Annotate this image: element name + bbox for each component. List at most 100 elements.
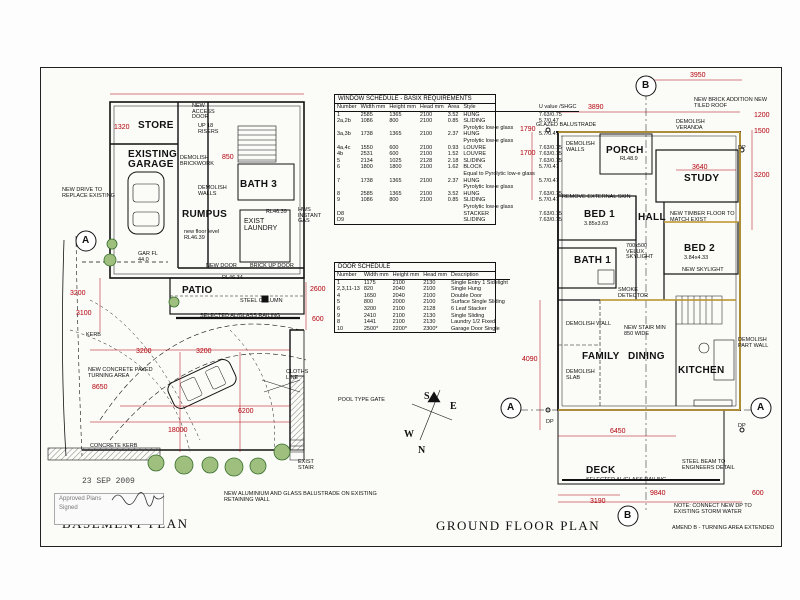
dim-3100: 3100 — [76, 310, 92, 317]
door-schedule-cell: 2100 — [423, 286, 436, 293]
window-schedule-cell — [335, 184, 359, 191]
window-schedule-cell: 7.63/0.75 — [538, 157, 562, 164]
compass-e: E — [450, 401, 457, 412]
window-schedule-cell: 7.63/0.75 — [538, 217, 562, 224]
note-demolish-wall: DEMOLISH WALL — [566, 321, 612, 327]
window-schedule-header-1: Width mm — [358, 104, 388, 112]
window-schedule: WINDOW SCHEDULE - BASIX REQUIREMENTS Num… — [334, 94, 579, 225]
window-schedule-cell — [418, 204, 446, 211]
door-schedule-cell: 2040 — [392, 286, 405, 293]
window-schedule-cell: 4b — [337, 151, 344, 158]
room-bed-1: BED 1 — [584, 209, 615, 220]
window-schedule-cell: 2128 — [419, 157, 433, 164]
dim-850: 850 — [222, 154, 234, 161]
door-schedule-cell: 2,3,11-13 — [337, 286, 360, 293]
window-schedule-cell — [537, 171, 579, 178]
dim-1700: 1700 — [520, 150, 536, 157]
approval-stamp: Approved Plans Signed — [54, 493, 164, 525]
door-schedule-cell: 2200* — [392, 325, 407, 332]
window-schedule-cell — [446, 211, 462, 218]
window-schedule-cell — [359, 138, 388, 145]
window-schedule-cell — [359, 211, 388, 218]
window-schedule-cell — [418, 138, 446, 145]
window-schedule-cell: 2585 — [360, 111, 373, 118]
window-schedule-cell — [537, 125, 579, 132]
window-schedule-row: Pyrolytic low-e glass — [335, 184, 579, 191]
room-bath-3: BATH 3 — [240, 179, 278, 190]
window-schedule-row: Pyrolytic low-e glass — [335, 125, 579, 132]
window-schedule-row: Equal to Pyrolytic low-e glass — [335, 171, 579, 178]
stamp-signed: Signed — [59, 505, 78, 511]
note-clothes-line: CLOTHS LINE — [286, 369, 309, 381]
room-exist-laundry: EXIST LAUNDRY — [244, 218, 278, 232]
window-schedule-cell — [387, 211, 418, 218]
door-schedule-cell: 2130 — [423, 279, 436, 286]
note-steel-beam: STEEL BEAM TO ENGINEERS DETAIL — [682, 459, 735, 471]
note-demolish-brickwork: DEMOLISH BRICKWORK — [180, 155, 214, 167]
window-schedule-cell: 2.37 — [447, 177, 459, 184]
note-access-door: NEW ACCESS DOOR — [192, 103, 215, 120]
note-demolish-slab: DEMOLISH SLAB — [566, 369, 595, 381]
window-schedule-cell — [387, 217, 418, 224]
note-railing: SELECTED AL/GLASS RAILING — [200, 313, 281, 319]
window-schedule-cell: 2.37 — [447, 131, 459, 138]
door-schedule-cell: Single Sliding — [451, 312, 485, 319]
window-schedule-header-4: Area — [445, 104, 462, 112]
window-schedule-cell: 2531 — [360, 151, 373, 158]
window-schedule-cell: 5.7/0.47 — [538, 164, 559, 171]
dim-600: 600 — [312, 316, 324, 323]
section-marker-b-top: B — [642, 80, 650, 91]
window-schedule-cell — [359, 171, 388, 178]
window-schedule-cell: Pyrolytic low-e glass — [463, 184, 514, 191]
door-schedule-cell: 2100 — [392, 319, 405, 326]
window-schedule-cell: SLIDING — [463, 197, 486, 204]
door-schedule-cell: Single Entry 1 Sidelight — [451, 279, 508, 286]
note-new-drive: NEW DRIVE TO REPLACE EXISTING — [62, 187, 115, 199]
window-schedule-cell: 2.18 — [447, 157, 459, 164]
window-schedule-cell: 1.52 — [447, 151, 459, 158]
window-schedule-cell: 7 — [337, 177, 341, 184]
dim-9840: 9840 — [650, 490, 666, 497]
note-new-brick-addition: NEW BRICK ADDITION NEW TILED ROOF — [694, 97, 768, 109]
door-schedule-cell: 8 — [337, 319, 341, 326]
door-schedule-cell: 1175 — [363, 279, 376, 286]
window-schedule-cell — [335, 171, 359, 178]
stamp-approved: Approved Plans — [59, 496, 102, 502]
window-schedule-cell: 800 — [389, 197, 399, 204]
window-schedule-cell: 600 — [389, 151, 399, 158]
window-schedule-cell: SLIDING — [463, 157, 486, 164]
note-dp-3: DP — [738, 423, 746, 429]
door-schedule-cell: 9 — [337, 312, 341, 319]
room-family: FAMILY — [582, 351, 620, 362]
window-schedule-cell: 600 — [389, 144, 399, 151]
window-schedule-header-2: Height mm — [387, 104, 418, 112]
window-schedule-cell: 9 — [337, 197, 341, 204]
note-new-skylight: NEW SKYLIGHT — [682, 267, 724, 273]
window-schedule-cell: 3a,3b — [337, 131, 351, 138]
window-schedule-cell: HUNG — [463, 131, 480, 138]
section-marker-b-bottom: B — [624, 510, 632, 521]
door-schedule-cell: Surface Single Sliding — [451, 299, 505, 306]
door-schedule-cell: 2130 — [423, 312, 436, 319]
window-schedule-cell — [418, 171, 446, 178]
window-schedule-cell: LOUVRE — [463, 151, 486, 158]
room-bath-1: BATH 1 — [574, 255, 612, 266]
note-demolish-walls-gf: DEMOLISH WALLS — [566, 141, 595, 153]
window-schedule-cell: 1.62 — [447, 164, 459, 171]
note-rl-patio: RL46.34 — [222, 275, 243, 281]
window-schedule-cell — [537, 184, 579, 191]
note-deck-railing: SELECTED AL/GLASS RAILING — [586, 477, 667, 483]
window-schedule-cell: 3.52 — [447, 111, 459, 118]
